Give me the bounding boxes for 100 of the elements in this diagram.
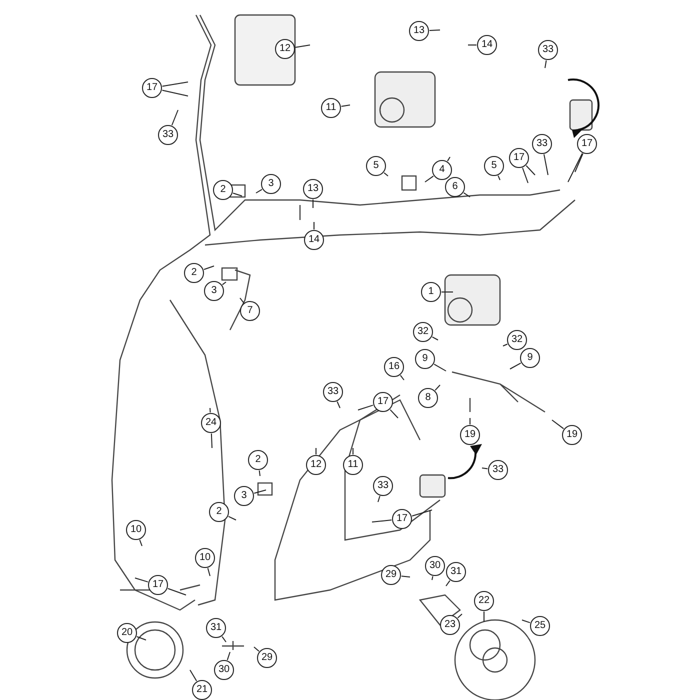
leader-line (434, 364, 446, 372)
leader-line (390, 409, 398, 418)
leader-line (463, 192, 470, 198)
leader-line (412, 510, 432, 516)
leader-line (162, 90, 188, 96)
leader-line (294, 44, 310, 48)
callout-number: 3 (261, 174, 281, 194)
leader-line (498, 175, 500, 180)
callout-number: 1 (421, 282, 441, 302)
leader-line (372, 520, 392, 522)
leader-line (432, 336, 438, 340)
leader-line (190, 670, 198, 682)
callout-number: 23 (440, 615, 460, 635)
leader-line (457, 614, 462, 618)
callout-number: 29 (257, 648, 277, 668)
callout-number: 8 (418, 388, 438, 408)
leader-line (352, 448, 354, 455)
leader-line (134, 578, 148, 582)
callout-number: 5 (484, 156, 504, 176)
leader-line (432, 576, 434, 580)
leader-line (167, 588, 186, 596)
callout-number: 3 (204, 281, 224, 301)
callout-number: 12 (306, 455, 326, 475)
callout-number: 19 (562, 425, 582, 445)
leader-line (340, 104, 350, 107)
callout-number: 31 (446, 562, 466, 582)
callout-number: 33 (532, 134, 552, 154)
callout-number: 31 (206, 618, 226, 638)
leader-line (574, 153, 584, 172)
callout-number: 32 (507, 330, 527, 350)
leader-line (482, 468, 488, 470)
callout-number: 2 (209, 502, 229, 522)
leader-line (210, 433, 212, 448)
callout-number: 6 (445, 177, 465, 197)
leader-line (254, 490, 266, 494)
leader-line (429, 30, 440, 31)
callout-number: 33 (538, 40, 558, 60)
leader-line (544, 154, 548, 176)
leader-line (522, 167, 528, 184)
callout-number: 13 (303, 179, 323, 199)
leader-line (203, 266, 214, 270)
callout-number: 17 (577, 134, 597, 154)
callout-number: 9 (520, 348, 540, 368)
callout-number: 17 (509, 148, 529, 168)
callout-number: 7 (240, 301, 260, 321)
callout-number: 14 (304, 230, 324, 250)
leader-line (312, 199, 314, 208)
leader-line (136, 636, 146, 640)
leader-line (336, 401, 340, 408)
callout-number: 33 (158, 125, 178, 145)
leader-line (162, 82, 188, 87)
callout-number: 10 (126, 520, 146, 540)
leader-line (400, 576, 410, 578)
leader-line (468, 44, 477, 46)
leader-line (378, 496, 380, 502)
callout-number: 25 (530, 616, 550, 636)
callout-number: 17 (392, 509, 412, 529)
leader-line (210, 408, 211, 414)
callout-number: 24 (201, 413, 221, 433)
callout-number: 33 (373, 476, 393, 496)
callout-number: 30 (214, 660, 234, 680)
callout-number: 3 (234, 486, 254, 506)
callout-number: 11 (343, 455, 363, 475)
leader-line (228, 516, 236, 520)
callout-number: 19 (460, 425, 480, 445)
callout-number: 29 (381, 565, 401, 585)
callout-number: 22 (474, 591, 494, 611)
callout-number: 5 (366, 156, 386, 176)
leader-line (384, 172, 388, 176)
leader-line (447, 156, 450, 162)
callout-number: 2 (248, 450, 268, 470)
callout-number: 2 (184, 263, 204, 283)
callout-number: 14 (477, 35, 497, 55)
callout-number: 4 (432, 160, 452, 180)
leader-line (434, 384, 440, 391)
callout-number: 9 (415, 349, 435, 369)
leader-line (139, 539, 142, 546)
leader-line (256, 188, 262, 194)
leader-line (552, 420, 564, 430)
leader-line (358, 404, 374, 410)
callout-number: 30 (425, 556, 445, 576)
leader-line (232, 192, 242, 196)
callout-number: 21 (192, 680, 212, 700)
leader-line (502, 344, 508, 346)
leader-line (522, 620, 531, 624)
callout-number: 33 (323, 382, 343, 402)
callout-number: 2 (213, 180, 233, 200)
callout-number: 17 (142, 78, 162, 98)
leader-line (424, 176, 434, 182)
callout-number: 11 (321, 98, 341, 118)
leader-line (510, 362, 522, 370)
callout-number: 17 (148, 575, 168, 595)
callout-number: 10 (195, 548, 215, 568)
leader-line (240, 298, 244, 304)
callout-number: 17 (373, 392, 393, 412)
leader-line (258, 470, 260, 476)
leader-line (226, 652, 230, 661)
callout-number: 32 (413, 322, 433, 342)
leader-line (254, 646, 260, 652)
leader-line (207, 568, 210, 576)
